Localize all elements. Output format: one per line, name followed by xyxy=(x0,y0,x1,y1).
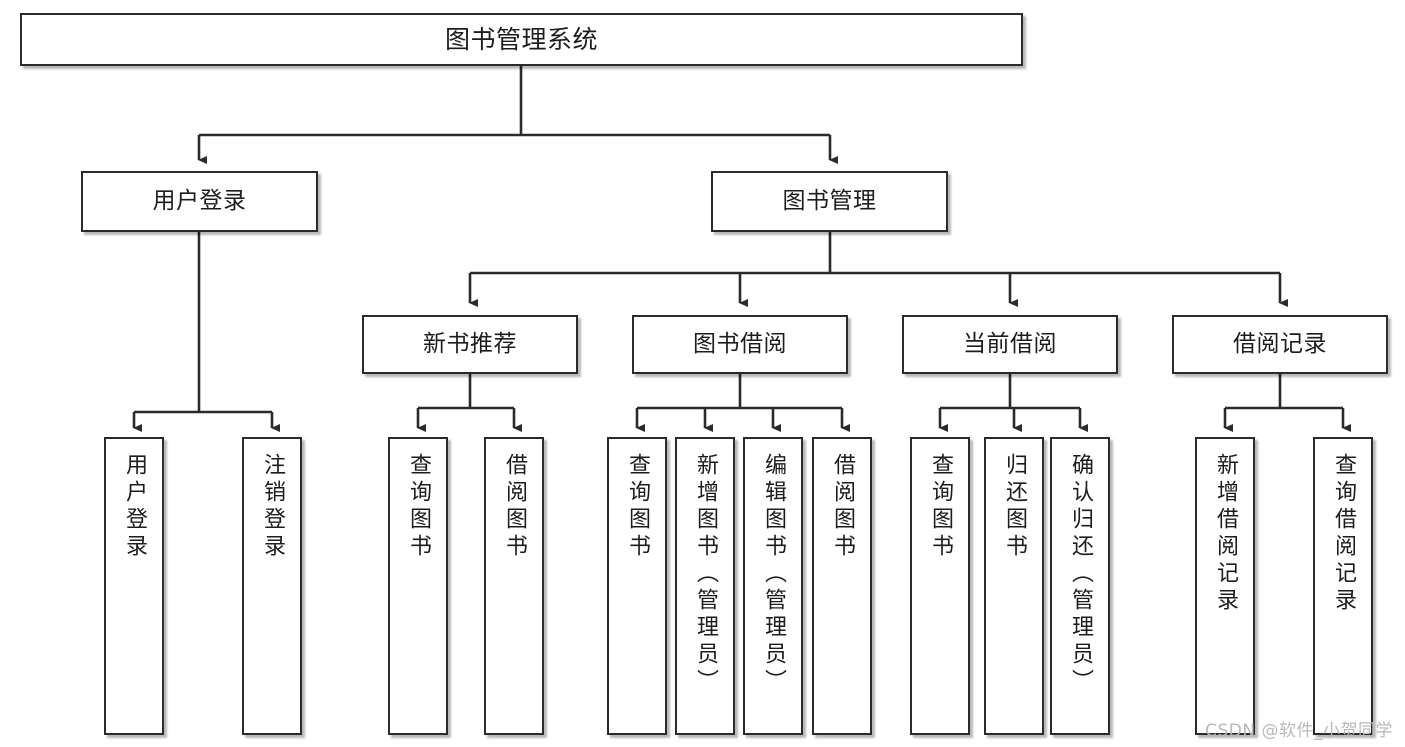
node-borrow-record-label: 借阅记录 xyxy=(1233,330,1327,357)
node-leaf-return-book[interactable]: 归还图书 xyxy=(984,437,1044,735)
node-leaf-user-login-label: 用户登录 xyxy=(122,453,147,561)
node-leaf-borrow-book[interactable]: 借阅图书 xyxy=(812,437,872,735)
node-leaf-query-book-rec-label: 查询图书 xyxy=(406,453,431,561)
node-leaf-add-book-admin[interactable]: 新增图书（管理员） xyxy=(675,437,735,735)
node-new-book-recommend[interactable]: 新书推荐 xyxy=(362,315,578,374)
node-leaf-borrow-book-rec-label: 借阅图书 xyxy=(502,453,527,561)
node-current-borrow-label: 当前借阅 xyxy=(963,330,1057,357)
node-user-login-label: 用户登录 xyxy=(152,187,247,214)
node-leaf-add-book-admin-label: 新增图书（管理员） xyxy=(693,453,718,696)
node-root-label: 图书管理系统 xyxy=(444,24,598,54)
node-user-login[interactable]: 用户登录 xyxy=(81,171,318,232)
node-leaf-query-book-cur[interactable]: 查询图书 xyxy=(910,437,970,735)
node-leaf-return-book-label: 归还图书 xyxy=(1002,453,1027,561)
node-leaf-user-login[interactable]: 用户登录 xyxy=(104,437,164,735)
node-book-manage[interactable]: 图书管理 xyxy=(711,171,948,232)
node-book-borrow[interactable]: 图书借阅 xyxy=(632,315,848,374)
node-root[interactable]: 图书管理系统 xyxy=(20,13,1023,66)
node-leaf-add-borrow-record-label: 新增借阅记录 xyxy=(1213,453,1238,615)
node-leaf-confirm-return-admin-label: 确认归还（管理员） xyxy=(1068,453,1093,696)
node-leaf-add-borrow-record[interactable]: 新增借阅记录 xyxy=(1195,437,1255,735)
node-leaf-query-book-rec[interactable]: 查询图书 xyxy=(388,437,448,735)
node-book-manage-label: 图书管理 xyxy=(782,187,877,214)
node-book-borrow-label: 图书借阅 xyxy=(693,330,787,357)
node-leaf-user-logout-label: 注销登录 xyxy=(260,453,285,561)
node-borrow-record[interactable]: 借阅记录 xyxy=(1172,315,1388,374)
node-leaf-query-borrow-record[interactable]: 查询借阅记录 xyxy=(1313,437,1373,735)
node-leaf-confirm-return-admin[interactable]: 确认归还（管理员） xyxy=(1050,437,1110,735)
node-leaf-borrow-book-label: 借阅图书 xyxy=(830,453,855,561)
node-leaf-query-book[interactable]: 查询图书 xyxy=(607,437,667,735)
node-leaf-user-logout[interactable]: 注销登录 xyxy=(242,437,302,735)
node-current-borrow[interactable]: 当前借阅 xyxy=(902,315,1118,374)
node-leaf-edit-book-admin-label: 编辑图书（管理员） xyxy=(761,453,786,696)
node-leaf-query-book-label: 查询图书 xyxy=(625,453,650,561)
node-leaf-borrow-book-rec[interactable]: 借阅图书 xyxy=(484,437,544,735)
node-leaf-query-borrow-record-label: 查询借阅记录 xyxy=(1331,453,1356,615)
node-leaf-query-book-cur-label: 查询图书 xyxy=(928,453,953,561)
node-leaf-edit-book-admin[interactable]: 编辑图书（管理员） xyxy=(743,437,803,735)
node-new-book-recommend-label: 新书推荐 xyxy=(423,330,517,357)
